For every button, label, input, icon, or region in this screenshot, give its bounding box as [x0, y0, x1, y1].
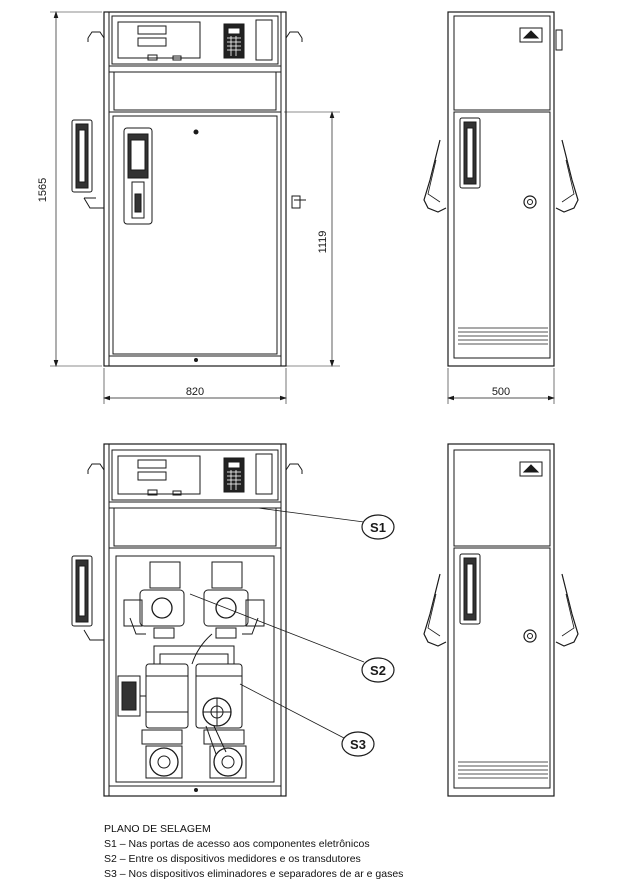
caption-item-s3: S3 – Nos dispositivos eliminadores e sep…: [104, 868, 404, 880]
front-view-closed: [50, 11, 340, 404]
side-view-closed: [423, 11, 579, 404]
dimension-height-total: 1565: [37, 178, 49, 202]
meter-assembly: [123, 561, 265, 639]
seal-callout-s2: [361, 657, 395, 683]
dimension-height-door: 1119: [317, 231, 329, 254]
caption-item-s1: S1 – Nas portas de acesso aos componente…: [104, 838, 370, 850]
caption-item-s2: S2 – Entre os dispositivos medidores e o…: [104, 853, 361, 865]
side-view-open: [423, 443, 579, 797]
seal-callout-s3: [341, 731, 375, 757]
seal-label-s3: S3: [350, 737, 366, 752]
front-view-open: [71, 443, 365, 797]
seal-callout-s1: [361, 514, 395, 540]
seal-label-s1: S1: [370, 520, 386, 535]
dimension-width-front: 820: [186, 386, 204, 398]
eliminator-assembly: [117, 633, 247, 779]
sealing-plan-caption: PLANO DE SELAGEM S1 – Nas portas de aces…: [104, 822, 403, 882]
caption-title: PLANO DE SELAGEM: [104, 823, 211, 835]
seal-label-s2: S2: [370, 663, 386, 678]
dimension-width-side: 500: [492, 386, 510, 398]
